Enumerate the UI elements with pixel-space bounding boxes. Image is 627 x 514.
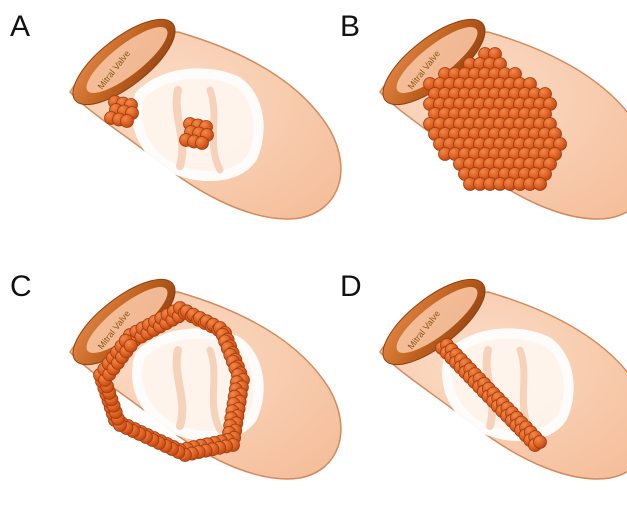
panel-b: Mitral Valve [370,5,627,219]
ablation-lesion [534,436,547,449]
panel-c: Mitral Valve [60,265,341,479]
panel-label-c: C [10,270,32,303]
panel-d: Mitral Valve [370,265,627,479]
panel-label-b: B [340,10,360,43]
ablation-lesion [534,178,547,191]
panel-label-a: A [10,10,30,43]
ablation-lesion [124,339,137,352]
panel-label-d: D [340,270,362,303]
ablation-cluster-a1 [105,96,139,128]
ablation-cluster-a2 [180,118,214,150]
panel-a: Mitral Valve [60,5,341,219]
ablation-lesion [196,137,209,150]
ablation-lesion [121,115,134,128]
